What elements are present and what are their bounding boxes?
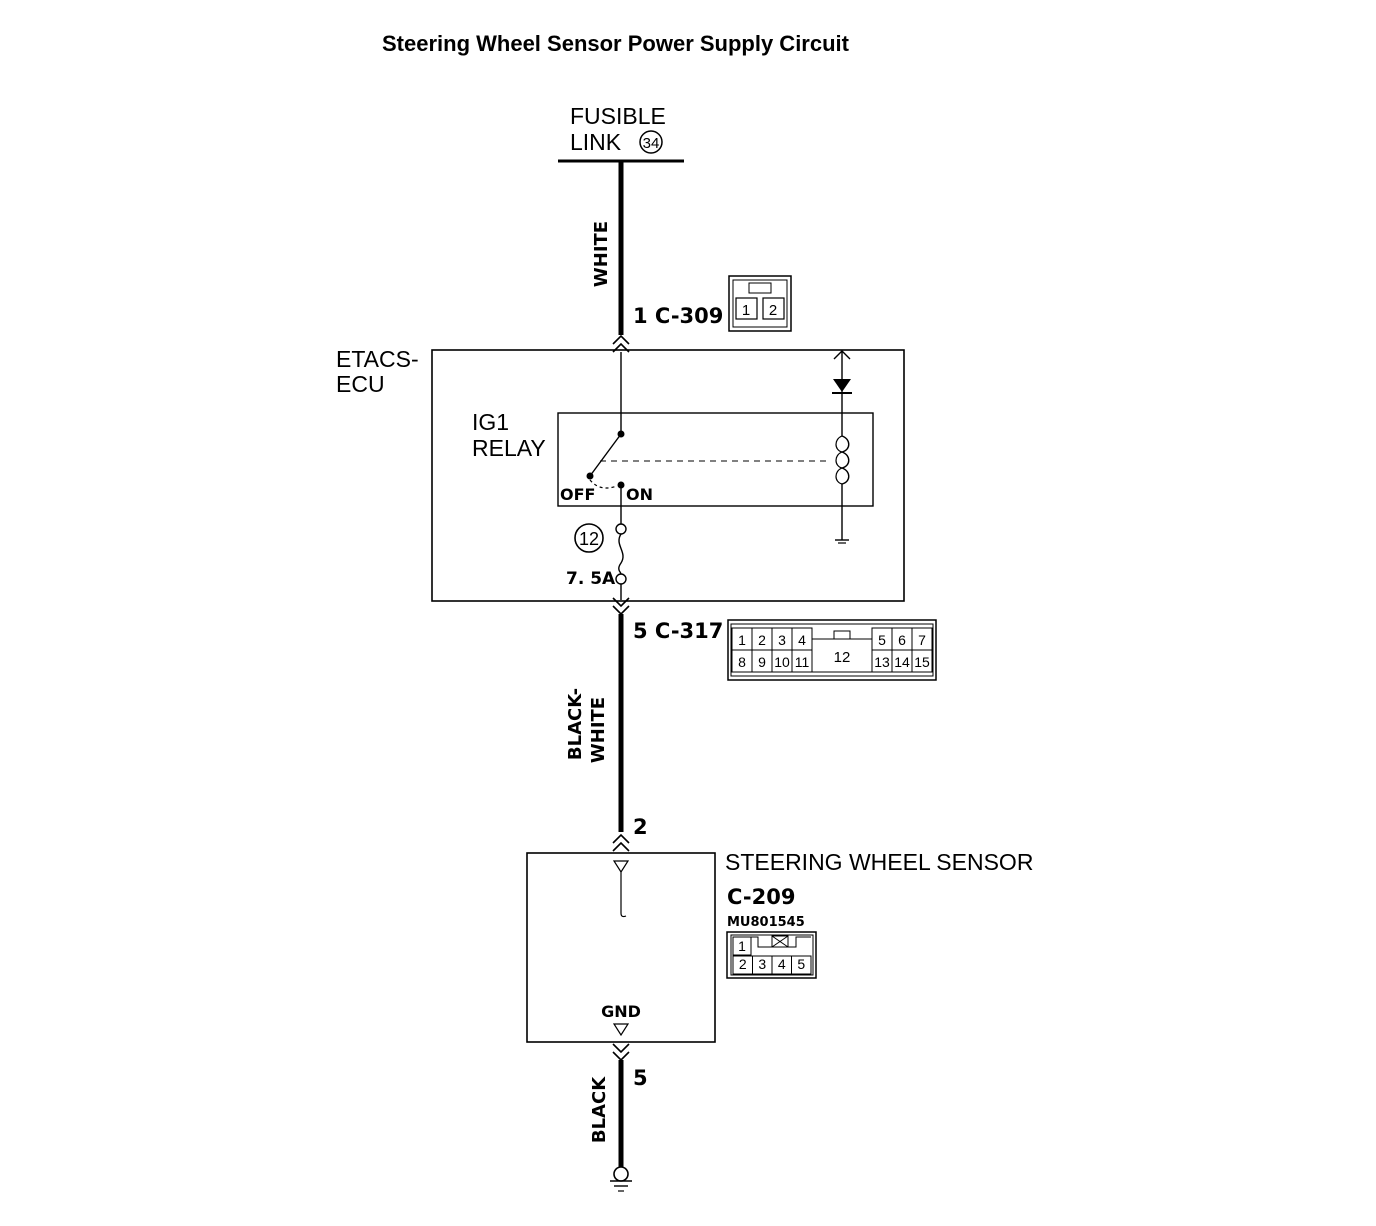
c209-pin-2: 2 — [739, 956, 747, 972]
c317-pin-15-cell — [911, 649, 933, 673]
c317-pin-5: 5 — [878, 632, 886, 648]
c317-pin-10: 10 — [774, 654, 790, 670]
fusible-link-label-line1: FUSIBLE — [570, 103, 666, 129]
c317-pin-13: 13 — [874, 654, 890, 670]
fuse-number-circle — [574, 523, 604, 553]
sensor-gnd-label: GND — [601, 1002, 641, 1021]
fusible-link-label-line2: LINK — [570, 129, 622, 155]
c309-pin-2: 2 — [769, 302, 777, 319]
c209-pin-1: 1 — [738, 938, 746, 954]
c209-pin-5: 5 — [797, 956, 805, 972]
fuse-12 — [615, 523, 627, 600]
c209-bottom-pin-arrows — [612, 1043, 630, 1062]
connector-c317-label: 5 C-317 — [633, 619, 723, 643]
c317-pin-11: 11 — [795, 654, 810, 670]
connector-c209-part-number: MU801545 — [727, 915, 805, 930]
connector-c209-name: C-209 — [727, 885, 795, 909]
ig1-relay-label-line1: IG1 — [472, 409, 509, 435]
fusible-link-number: 34 — [643, 135, 660, 152]
sensor-name: STEERING WHEEL SENSOR — [725, 849, 1033, 875]
diagram-title: Steering Wheel Sensor Power Supply Circu… — [382, 31, 850, 56]
sensor-internal — [612, 860, 630, 1037]
wire-color-white: WHITE — [591, 221, 612, 287]
relay-coil — [832, 350, 852, 544]
connector-c309-label: 1 C-309 — [633, 304, 723, 328]
c317-pin-15: 15 — [914, 654, 930, 670]
c209-pin-2-label: 2 — [633, 815, 648, 839]
wire-color-black-white-line1: BLACK- — [565, 688, 586, 760]
relay-on-label: ON — [626, 485, 653, 504]
c209-pin-3: 3 — [758, 956, 766, 972]
etacs-ecu-box — [431, 349, 905, 602]
c317-pin-3: 3 — [778, 632, 786, 648]
c209-pin-5-cell — [791, 955, 812, 975]
ig1-relay-box — [557, 412, 874, 507]
steering-wheel-sensor-box — [526, 852, 716, 1043]
wire-color-black-white-line2: WHITE — [588, 697, 609, 763]
relay-off-label: OFF — [560, 485, 595, 504]
c317-pin-12: 12 — [834, 649, 851, 666]
connector-c309-face: 1 2 — [728, 275, 792, 332]
c317-pin-8: 8 — [738, 654, 746, 670]
c317-pin-1: 1 — [738, 632, 746, 648]
c317-pin-6: 6 — [898, 632, 906, 648]
relay-switch — [586, 430, 830, 489]
c317-pin-9: 9 — [758, 654, 766, 670]
c209-pin-5-label: 5 — [633, 1066, 648, 1090]
c309-pin-1: 1 — [742, 302, 750, 319]
fusible-link-number-circle — [639, 130, 663, 154]
c317-pin-7: 7 — [918, 632, 926, 648]
c317-pin-14: 14 — [894, 654, 910, 670]
etacs-ecu-label-line2: ECU — [336, 371, 385, 397]
c317-pin-2: 2 — [758, 632, 766, 648]
c317-pin-4: 4 — [798, 632, 806, 648]
etacs-ecu-label-line1: ETACS- — [336, 346, 419, 372]
fusible-link: FUSIBLE LINK 34 — [558, 103, 684, 163]
c209-pin-4: 4 — [778, 956, 786, 972]
wire-color-black: BLACK — [589, 1076, 610, 1143]
fuse-rating: 7. 5A — [566, 569, 616, 589]
ground-symbol — [610, 1166, 632, 1192]
c209-top-pin-arrows — [612, 833, 630, 852]
ig1-relay-label-line2: RELAY — [472, 435, 546, 461]
fuse-number: 12 — [579, 529, 599, 549]
